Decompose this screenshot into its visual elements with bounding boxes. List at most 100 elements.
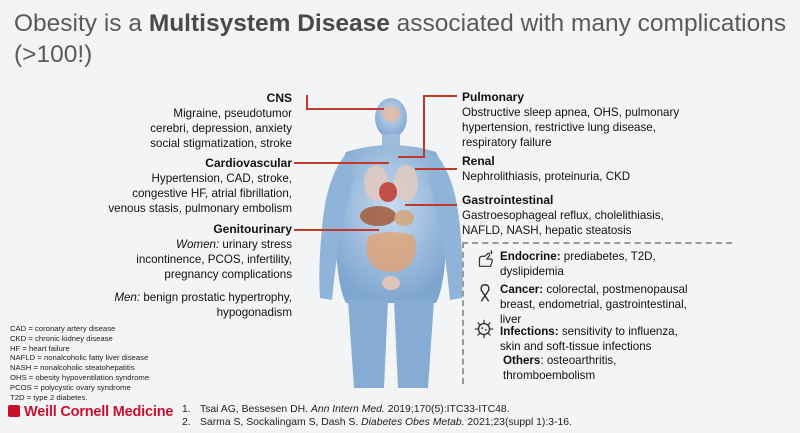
gu-women-line: Women: urinary stress xyxy=(100,237,292,252)
body-right-arm xyxy=(428,154,463,300)
endocrine-block: Endocrine: prediabetes, T2D, dyslipidemi… xyxy=(500,249,740,279)
references-list: 1.Tsai AG, Bessesen DH. Ann Intern Med. … xyxy=(182,403,572,429)
renal-line: Nephrolithiasis, proteinuria, CKD xyxy=(462,170,631,183)
gi-line: NAFLD, NASH, hepatic steatosis xyxy=(462,224,632,237)
body-left-leg xyxy=(348,300,388,388)
ribbon-icon xyxy=(480,284,490,302)
human-body-illustration xyxy=(319,98,463,388)
reference-details: 2021;23(suppl 1):3-16. xyxy=(464,417,572,428)
pulm-connector-v xyxy=(423,95,425,157)
cancer-line1: Cancer: colorectal, postmenopausal xyxy=(500,282,740,297)
pulm-line: Obstructive sleep apnea, OHS, pulmonary xyxy=(462,106,680,119)
gu-men-line: Men: benign prostatic hypertrophy, xyxy=(100,290,292,305)
gu-line: incontinence, PCOS, infertility, xyxy=(136,253,292,266)
cns-line: cerebri, depression, anxiety xyxy=(150,122,292,135)
bladder-organ xyxy=(382,276,400,290)
reference-journal: Diabetes Obes Metab. xyxy=(361,417,465,428)
renal-heading: Renal xyxy=(462,154,495,168)
right-lung-organ xyxy=(394,165,418,201)
cns-connector-h xyxy=(306,108,384,110)
gu-men-rest: benign prostatic hypertrophy, xyxy=(140,291,292,304)
other-conditions-bracket xyxy=(462,242,732,384)
hand-drop-icon xyxy=(478,249,493,267)
body-right-leg xyxy=(394,300,434,388)
infections-block: Infections: sensitivity to influenza, sk… xyxy=(500,324,740,354)
abbreviation-item: OHS = obesity hypoventilation syndrome xyxy=(10,372,150,382)
abbreviation-item: CKD = chronic kidney disease xyxy=(10,333,113,343)
endocrine-label: Endocrine: xyxy=(500,250,561,263)
cns-connector-v xyxy=(306,95,308,109)
cns-line: Migraine, pseudotumor xyxy=(173,107,292,120)
gu-women-rest: urinary stress xyxy=(219,238,292,251)
cns-line: social stigmatization, stroke xyxy=(150,137,292,150)
reference-number: 1. xyxy=(182,404,191,415)
cancer-label: Cancer: xyxy=(500,283,544,296)
others-rest: : osteoarthritis, xyxy=(540,354,617,367)
abbreviation-item: PCOS = polycystic ovary syndrome xyxy=(10,382,131,392)
title-suffix: associated with many complications xyxy=(389,10,787,37)
abbreviation-item: HF = heart failure xyxy=(10,343,70,353)
gu-line: pregnancy complications xyxy=(164,268,292,281)
gu-men-line2: hypogonadism xyxy=(216,306,292,319)
gi-line: Gastroesophageal reflux, cholelithiasis, xyxy=(462,209,664,222)
gu-men-label: Men: xyxy=(114,291,141,304)
gu-heading: Genitourinary xyxy=(213,222,292,236)
others-line2: thromboembolism xyxy=(503,369,596,382)
gi-block: Gastrointestinal Gastroesophageal reflux… xyxy=(462,193,762,238)
cardio-line: Hypertension, CAD, stroke, xyxy=(151,172,292,185)
cardio-connector xyxy=(294,162,389,164)
reference-item: 2. Sarma S, Sockalingam S, Dash S. Diabet… xyxy=(182,416,572,429)
reference-number: 2. xyxy=(182,417,191,428)
reference-journal: Ann Intern Med. xyxy=(310,404,385,415)
pulm-line: respiratory failure xyxy=(462,136,552,149)
endocrine-rest: prediabetes, T2D, xyxy=(560,250,656,263)
reference-authors: Sarma S, Sockalingam S, Dash S. xyxy=(200,417,362,428)
intestines-organ xyxy=(366,232,416,272)
gi-connector xyxy=(405,204,457,206)
abbreviation-item: T2D = type 2 diabetes. xyxy=(10,392,88,402)
reference-authors: Tsai AG, Bessesen DH. xyxy=(200,404,311,415)
cancer-block: Cancer: colorectal, postmenopausal breas… xyxy=(500,282,740,327)
gu-block: Genitourinary Women: urinary stress inco… xyxy=(100,222,292,320)
brain-organ xyxy=(382,106,400,122)
pulm-block: Pulmonary Obstructive sleep apnea, OHS, … xyxy=(462,90,762,150)
others-label: Others xyxy=(503,354,541,367)
pulm-connector-end xyxy=(398,156,425,158)
pulm-heading: Pulmonary xyxy=(462,90,525,104)
title-bold: Multisystem Disease xyxy=(148,10,390,37)
title-line2: (>100!) xyxy=(14,41,93,68)
abbreviations-list: CAD = coronary artery disease CKD = chro… xyxy=(10,324,149,402)
reference-details: 2019;170(5):ITC33-ITC48. xyxy=(384,404,510,415)
endocrine-line1: Endocrine: prediabetes, T2D, xyxy=(500,249,740,264)
title-prefix: Obesity is a xyxy=(14,10,149,37)
cancer-line: breast, endometrial, gastrointestinal, xyxy=(500,298,687,311)
renal-block: Renal Nephrolithiasis, proteinuria, CKD xyxy=(462,154,762,184)
others-line1: Others: osteoarthritis, xyxy=(503,353,743,368)
infections-line2: skin and soft-tissue infections xyxy=(500,340,652,353)
cardio-heading: Cardiovascular xyxy=(205,156,292,170)
logo-text: Weill Cornell Medicine xyxy=(24,404,174,420)
gu-women-label: Women: xyxy=(176,238,220,251)
weill-cornell-logo: Weill Cornell Medicine xyxy=(8,404,173,420)
renal-connector xyxy=(415,168,457,170)
pulm-connector-h xyxy=(423,95,457,97)
body-neck xyxy=(382,134,400,146)
body-left-arm xyxy=(319,154,354,300)
infections-label: Infections: xyxy=(500,325,559,338)
cardio-line: congestive HF, atrial fibrillation, xyxy=(132,187,292,200)
abbreviation-item: CAD = coronary artery disease xyxy=(10,324,116,333)
virus-icon xyxy=(474,319,494,339)
cancer-rest: colorectal, postmenopausal xyxy=(543,283,688,296)
infections-line1: Infections: sensitivity to influenza, xyxy=(500,324,740,339)
gi-heading: Gastrointestinal xyxy=(462,193,554,207)
cns-block: CNS Migraine, pseudotumor cerebri, depre… xyxy=(140,91,292,151)
gu-connector xyxy=(294,229,379,231)
gu-spacer xyxy=(100,282,292,290)
liver-organ xyxy=(360,206,396,226)
cardio-block: Cardiovascular Hypertension, CAD, stroke… xyxy=(100,156,292,216)
slide-title: Obesity is a Multisystem Disease associa… xyxy=(14,8,794,70)
abbreviation-item: NAFLD = nonalcoholic fatty liver disease xyxy=(10,353,149,363)
cns-heading: CNS xyxy=(266,91,292,105)
heart-organ xyxy=(379,182,397,202)
others-block: Others: osteoarthritis, thromboembolism xyxy=(503,353,743,383)
